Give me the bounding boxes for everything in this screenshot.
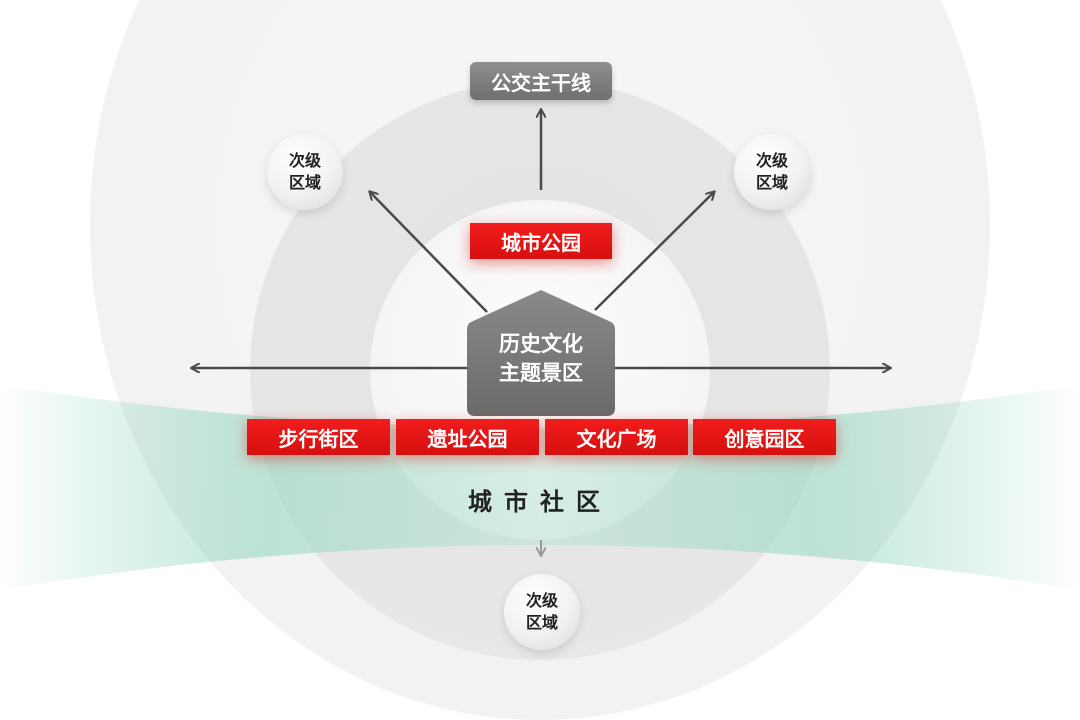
district-heritage-park: 遗址公园 [396, 419, 539, 455]
secondary-area-bottom-line2: 区域 [525, 613, 558, 632]
core-pentagon-shape [467, 290, 615, 416]
urban-community-label: 城市社区 [468, 488, 612, 516]
historic-cultural-core: 历史文化 主题景区 [467, 288, 615, 418]
core-label-line1: 历史文化 [499, 332, 583, 356]
city-park-label: 城市公园 [470, 223, 612, 259]
district-creative-park: 创意园区 [693, 419, 836, 455]
district-pedestrian-street: 步行街区 [247, 419, 390, 455]
arrow-upper-right [594, 192, 714, 311]
secondary-area-left-line1: 次级 [288, 151, 321, 170]
secondary-area-bottom: 次级 区域 [504, 574, 580, 650]
arrow-upper-left [370, 192, 488, 313]
district-culture-plaza: 文化广场 [545, 419, 688, 455]
secondary-area-left-line2: 区域 [288, 173, 321, 192]
core-label-line2: 主题景区 [499, 361, 583, 385]
core-label: 历史文化 主题景区 [467, 330, 615, 388]
secondary-area-left: 次级 区域 [267, 134, 343, 210]
secondary-area-right-line2: 区域 [755, 173, 788, 192]
secondary-area-right: 次级 区域 [734, 134, 810, 210]
secondary-area-right-line1: 次级 [755, 151, 788, 170]
transit-trunk-label: 公交主干线 [470, 62, 612, 100]
secondary-area-bottom-line1: 次级 [525, 591, 558, 610]
